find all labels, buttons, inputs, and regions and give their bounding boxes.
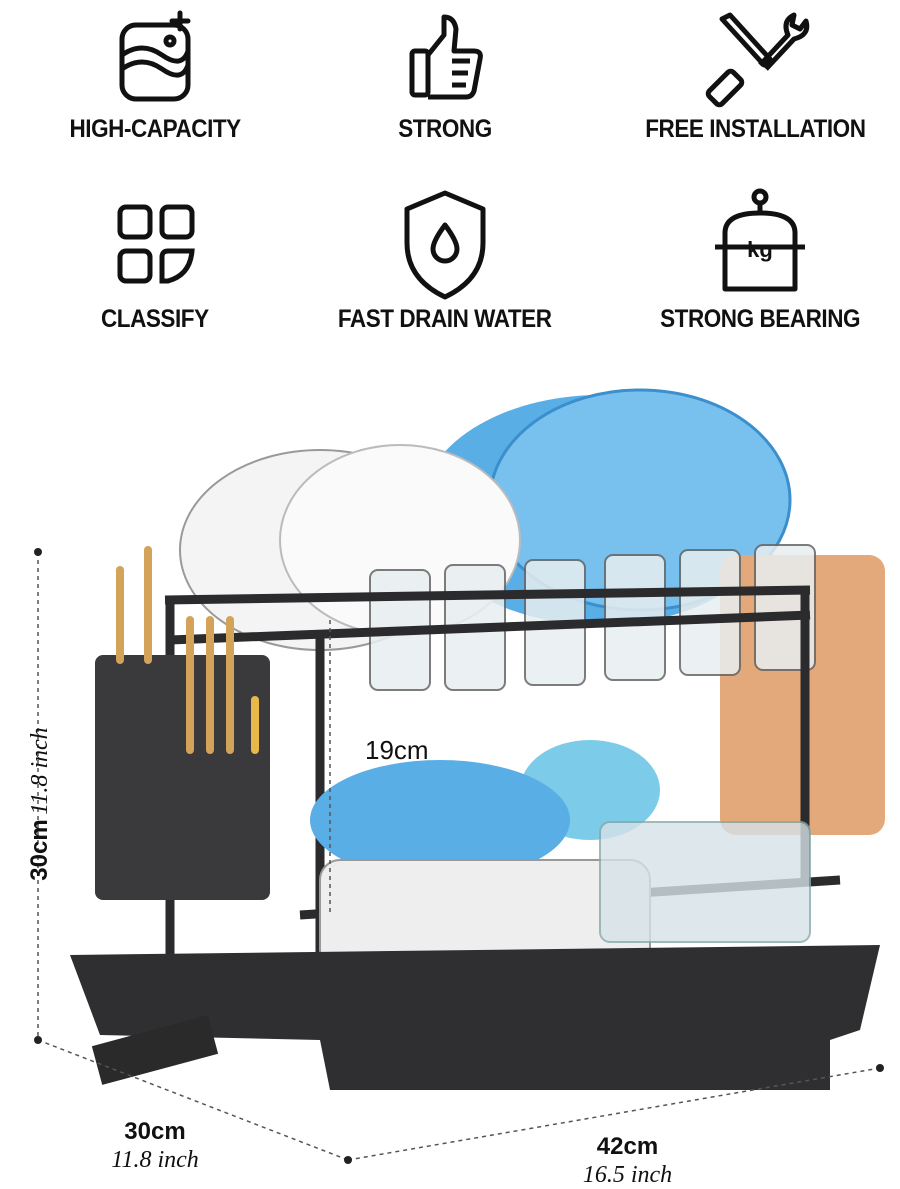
- weight-icon: kg: [715, 188, 805, 292]
- svg-text:kg: kg: [747, 237, 773, 262]
- feature-strong: STRONG: [295, 5, 595, 144]
- container-plus-icon: [119, 10, 191, 102]
- bowls: [310, 760, 651, 971]
- feature-label: FAST DRAIN WATER: [338, 305, 552, 333]
- glass-container: [599, 821, 811, 943]
- depth-inch: 11.8 inch: [111, 1147, 199, 1173]
- feature-label: STRONG BEARING: [660, 305, 860, 333]
- shield-drop-icon: [404, 190, 486, 300]
- dish-rack-image: [34, 388, 885, 1164]
- feature-strong-bearing: kg STRONG BEARING: [610, 185, 900, 334]
- feature-classify: CLASSIFY: [5, 195, 305, 334]
- tools-icon: [705, 12, 810, 108]
- dimension-dots: [34, 548, 884, 1164]
- dimension-lines: [37, 552, 881, 1161]
- depth-dimension-label: 30cm 11.8 inch: [95, 1118, 215, 1174]
- width-dimension-label: 42cm 16.5 inch: [565, 1133, 690, 1189]
- inner-cm: 19cm: [365, 735, 429, 765]
- height-dimension-label: 30cm 11.8 inch: [26, 704, 54, 904]
- feature-fast-drain: FAST DRAIN WATER: [295, 185, 595, 334]
- inner-height-label: 19cm: [365, 735, 429, 766]
- feature-label: HIGH-CAPACITY: [69, 115, 241, 143]
- grid-icon: [117, 204, 195, 284]
- width-cm: 42cm: [596, 1133, 659, 1160]
- feature-label: FREE INSTALLATION: [644, 115, 866, 143]
- height-inch: 11.8 inch: [27, 727, 53, 815]
- feature-high-capacity: HIGH-CAPACITY: [5, 5, 305, 144]
- feature-label: CLASSIFY: [101, 305, 209, 333]
- depth-cm: 30cm: [124, 1118, 186, 1145]
- feature-free-installation: FREE INSTALLATION: [605, 5, 900, 144]
- drain-spout: [91, 1015, 219, 1085]
- width-inch: 16.5 inch: [582, 1162, 673, 1188]
- height-cm: 30cm: [26, 819, 53, 881]
- thumbs-up-icon: [409, 14, 483, 100]
- utensil-holder: [95, 655, 270, 900]
- feature-label: STRONG: [398, 115, 492, 143]
- drip-tray: [70, 945, 880, 1090]
- utensils: [116, 546, 259, 754]
